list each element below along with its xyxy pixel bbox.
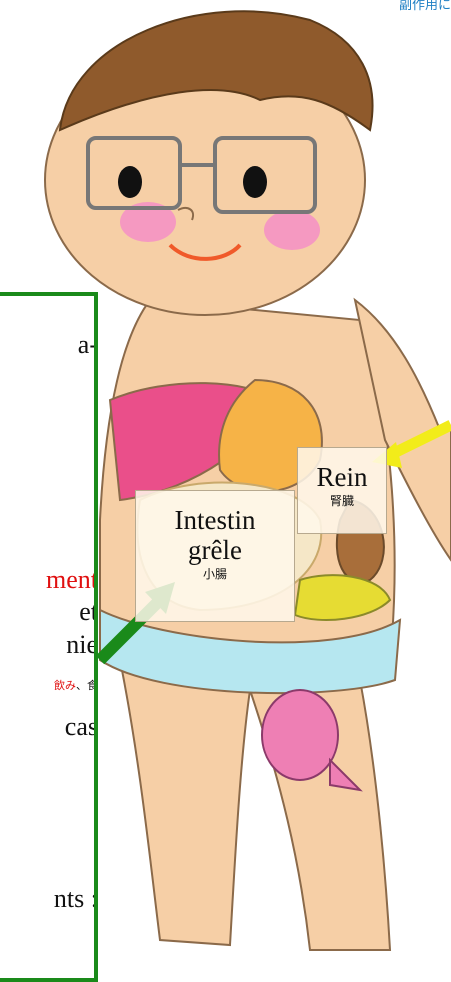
- intestin-label-fr-2: grêle: [136, 535, 294, 565]
- left-leg: [120, 660, 250, 945]
- right-cheek: [264, 210, 320, 250]
- rein-label: Rein 腎臓: [297, 447, 387, 534]
- panel-small-rest: 、食: [76, 679, 98, 692]
- panel-line-4: nie: [0, 632, 98, 658]
- panel-small-red: 飲み: [54, 679, 76, 692]
- panel-line-3: et: [0, 599, 98, 625]
- panel-line-6: nts :: [0, 886, 98, 912]
- pelvic-organ: [262, 690, 338, 780]
- intestin-label-jp: 小腸: [136, 565, 294, 582]
- right-eye: [243, 166, 267, 198]
- rein-label-fr: Rein: [298, 462, 386, 492]
- panel-line-1: a-: [0, 332, 98, 358]
- panel-line-5: cas: [0, 714, 98, 740]
- panel-line-2: ment: [0, 567, 98, 593]
- left-eye: [118, 166, 142, 198]
- intestin-label: Intestin grêle 小腸: [135, 490, 295, 622]
- rein-label-jp: 腎臓: [298, 492, 386, 509]
- text-panel: a- ment et nie 飲み、食 cas nts :: [0, 292, 98, 982]
- top-link-fragment[interactable]: 副作用に: [399, 0, 451, 13]
- panel-small-line: 飲み、食: [0, 680, 98, 691]
- intestin-label-fr-1: Intestin: [136, 505, 294, 535]
